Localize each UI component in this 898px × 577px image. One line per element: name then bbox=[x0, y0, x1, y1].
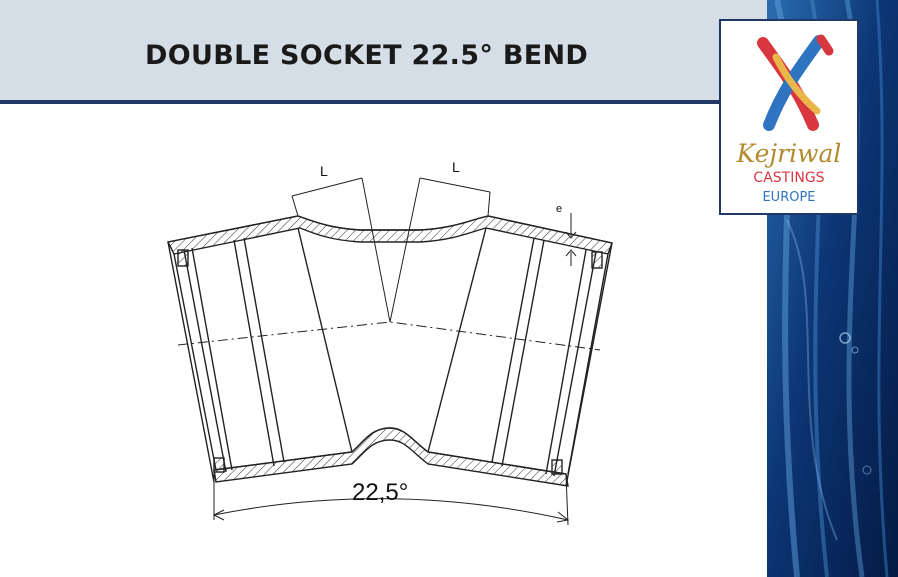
logo-ribbon-icon bbox=[757, 34, 834, 131]
center-line bbox=[177, 321, 601, 351]
logo-castings-text: CASTINGS bbox=[753, 170, 825, 186]
bend-technical-drawing: L L e 22,5° bbox=[166, 159, 613, 526]
dimension-l-left: L bbox=[320, 163, 328, 179]
dimension-e: e bbox=[556, 203, 562, 215]
angle-arc bbox=[213, 498, 569, 521]
title-bar: DOUBLE SOCKET 22.5° BEND bbox=[0, 0, 770, 104]
company-logo: Kejriwal CASTINGS EUROPE bbox=[719, 19, 859, 215]
logo-script-text: Kejriwal bbox=[736, 139, 842, 168]
logo-europe-text: EUROPE bbox=[762, 190, 816, 205]
angle-label: 22,5° bbox=[352, 479, 408, 506]
dimension-l-right: L bbox=[452, 159, 460, 175]
slide-title: DOUBLE SOCKET 22.5° BEND bbox=[145, 40, 589, 71]
